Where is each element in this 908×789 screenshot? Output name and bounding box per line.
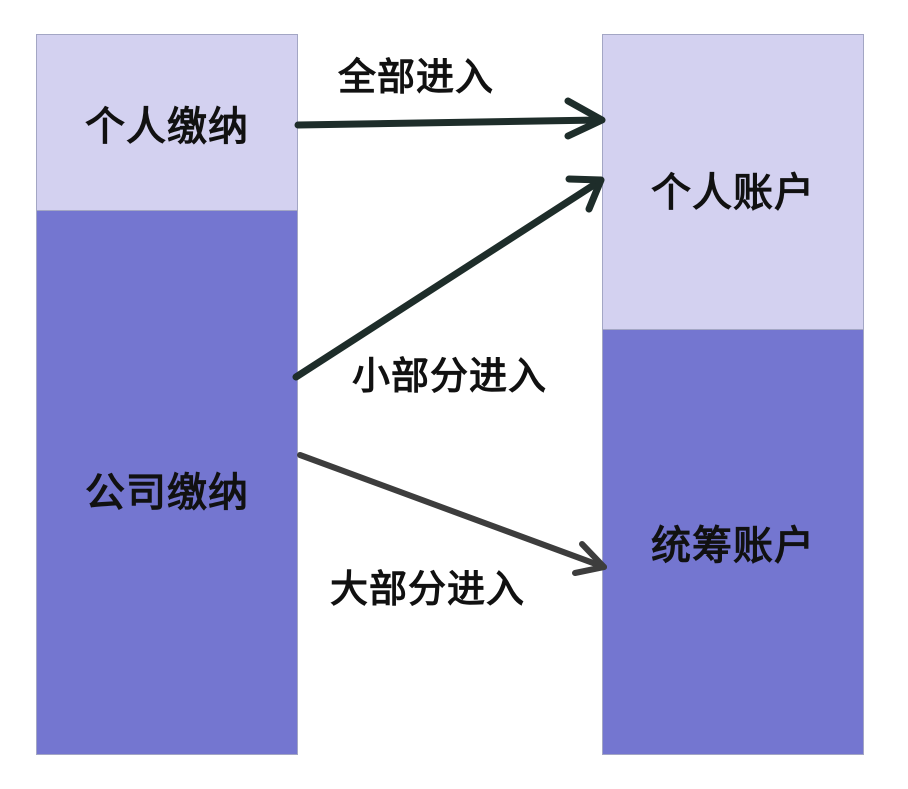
personal-account-label: 个人账户	[651, 170, 815, 216]
company-contribution-box: 公司缴纳	[36, 210, 298, 755]
flow-label-large-part: 大部分进入	[330, 567, 526, 611]
personal-account-box: 个人账户	[602, 34, 864, 330]
flow-label-all: 全部进入	[338, 55, 495, 99]
personal-contribution-box: 个人缴纳	[36, 34, 298, 211]
arrow-large-part-to-pooled-account	[297, 452, 607, 576]
company-contribution-label: 公司缴纳	[85, 469, 249, 516]
pooled-account-label: 统筹账户	[651, 523, 815, 569]
arrow-all-to-personal-account	[294, 97, 606, 140]
personal-contribution-label: 个人缴纳	[85, 103, 249, 150]
flow-label-small-part: 小部分进入	[352, 354, 548, 398]
pooled-account-box: 统筹账户	[602, 329, 864, 755]
arrow-small-part-to-personal-account	[292, 175, 605, 381]
